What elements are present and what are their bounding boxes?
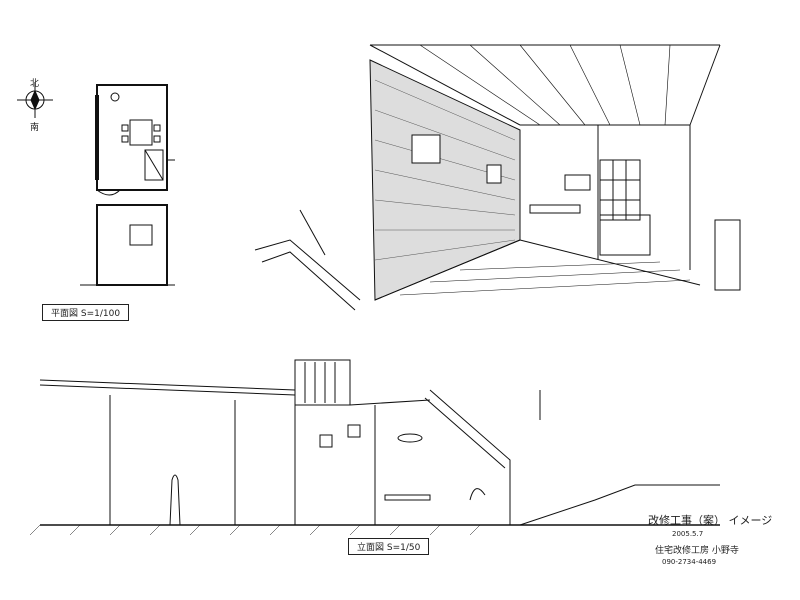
compass-south-label: 南 [30, 123, 40, 133]
compass-north-label: 北 [30, 79, 40, 89]
floor-plan [80, 84, 175, 286]
office-name: 住宅改修工房 小野寺 [655, 546, 739, 556]
drawing-date: 2005.5.7 [672, 530, 704, 538]
office-phone: 090-2734-4469 [662, 558, 717, 566]
plan-scale-label: 平面図 S=1/100 [42, 304, 130, 321]
drawing-title: 改修工事（案） イメージ [648, 514, 773, 527]
elevation-section [29, 359, 720, 536]
compass-icon [17, 82, 53, 118]
interior-perspective [369, 44, 741, 301]
roof-detail [254, 209, 361, 311]
elevation-scale-label: 立面図 S=1/50 [348, 538, 430, 555]
